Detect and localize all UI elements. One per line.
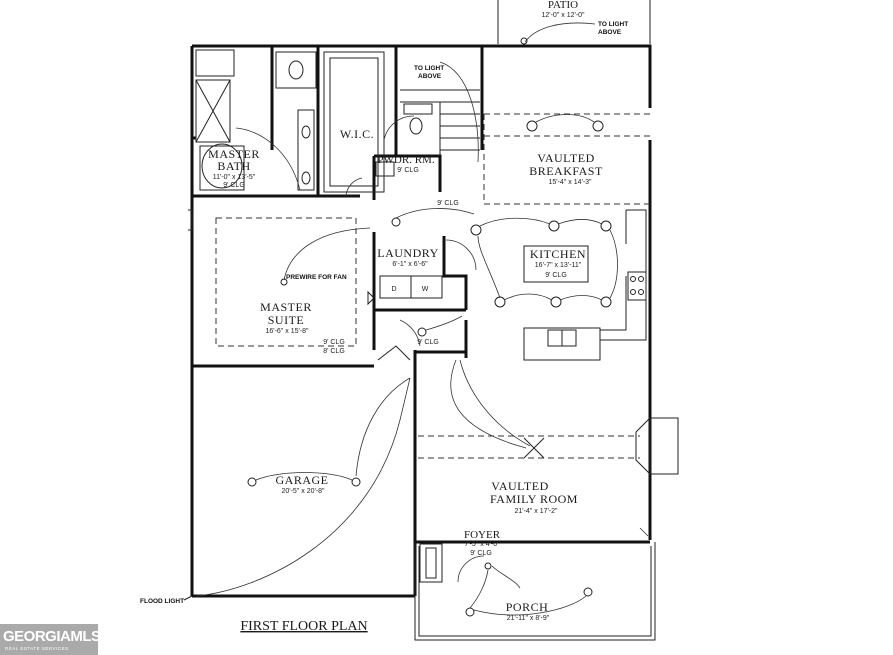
porch: PORCH 21'-11" x 8'-9"	[465, 569, 593, 622]
powder-ceiling: 9' CLG	[397, 167, 419, 174]
entry-hall: 9' CLG	[377, 315, 463, 361]
master-bath-label-2: BATH	[217, 159, 250, 173]
watermark-brand: GEORGIAMLS	[3, 628, 101, 645]
patio-size: 12'-0" x 12'-0"	[541, 12, 585, 19]
garage-size: 20'-5" x 20'-8"	[281, 488, 325, 495]
dryer-label: D	[391, 286, 396, 293]
kitchen-ceiling: 9' CLG	[545, 272, 567, 279]
master-suite-size: 16'-6" x 15'-8"	[265, 328, 309, 335]
toilet	[288, 60, 304, 80]
range	[627, 271, 647, 301]
breakfast-label-1: VAULTED	[537, 151, 595, 165]
foyer: FOYER 7'-5" x 4'-0" 9' CLG	[419, 529, 521, 589]
ceiling-fan	[523, 437, 545, 459]
vaulted-breakfast: VAULTED BREAKFAST 15'-4" x 14'-3"	[483, 113, 650, 205]
foyer-size: 7'-5" x 4'-0"	[464, 541, 500, 548]
patio-light-fixture	[520, 37, 528, 45]
master-suite-label-2: SUITE	[268, 313, 305, 327]
kitchen-island	[523, 245, 589, 283]
fireplace	[649, 417, 679, 475]
master-suite-ceiling-1: 9' CLG	[323, 339, 345, 346]
master-bath-ceiling: 9' CLG	[223, 182, 245, 189]
breakfast-size: 15'-4" x 14'-3"	[548, 179, 592, 186]
family-room-label-1: VAULTED	[491, 479, 549, 493]
powder-room: PWDR. RM. 9' CLG	[375, 103, 435, 177]
vanity	[297, 109, 315, 191]
master-suite: PREWIRE FOR FAN MASTER SUITE 16'-6" x 15…	[188, 209, 375, 355]
breakfast-label-2: BREAKFAST	[529, 164, 603, 178]
master-bath: MASTER BATH 11'-0" x 13'-5" 9' CLG	[195, 49, 317, 191]
watermark-tagline: REAL ESTATE SERVICES	[5, 646, 69, 651]
laundry: 9' CLG LAUNDRY 6'-1" x 6'-6" D W	[377, 200, 477, 299]
plan-title: FIRST FLOOR PLAN	[240, 619, 367, 634]
flood-light-note: FLOOD LIGHT	[140, 598, 184, 605]
vaulted-family-room: VAULTED FAMILY ROOM 21'-4" x 17'-2"	[418, 359, 649, 537]
hall-ceiling: 9' CLG	[437, 200, 459, 207]
stairs: TO LIGHT ABOVE	[400, 61, 480, 163]
family-room-label-2: FAMILY ROOM	[490, 492, 578, 506]
georgia-mls-watermark: GEORGIAMLS REAL ESTATE SERVICES	[0, 624, 101, 655]
kitchen-size: 16'-7" x 13'-11"	[535, 262, 582, 269]
interior-walls	[192, 46, 484, 368]
patio-light-note-1: TO LIGHT	[598, 21, 628, 28]
porch-label: PORCH	[506, 600, 549, 614]
patio-light-note-2: ABOVE	[598, 29, 622, 36]
walk-in-closet: W.I.C.	[323, 51, 385, 197]
patio-label: PATIO	[548, 0, 578, 11]
kitchen-label: KITCHEN	[530, 247, 586, 261]
powder-label: PWDR. RM.	[377, 154, 434, 166]
patio-area: PATIO 12'-0" x 12'-0" TO LIGHT ABOVE	[497, 0, 651, 45]
family-room-size: 21'-4" x 17'-2"	[514, 508, 558, 515]
master-suite-label-1: MASTER	[260, 300, 312, 314]
foyer-label: FOYER	[464, 529, 501, 541]
stair-light-note-2: ABOVE	[418, 73, 442, 80]
entry-hall-ceiling: 9' CLG	[417, 339, 439, 346]
fan-prewire-marker	[280, 278, 288, 286]
coat-closet	[419, 543, 443, 583]
washer-label: W	[422, 286, 429, 293]
stair-light-note-1: TO LIGHT	[414, 65, 444, 72]
shower	[195, 79, 231, 143]
porch-size: 21'-11" x 8'-9"	[507, 615, 550, 622]
kitchen: KITCHEN 16'-7" x 13'-11" 9' CLG	[470, 209, 647, 361]
foyer-ceiling: 9' CLG	[470, 550, 492, 557]
laundry-label: LAUNDRY	[377, 246, 439, 260]
bathtub	[201, 143, 243, 189]
master-bath-label-1: MASTER	[208, 147, 260, 161]
garage-label: GARAGE	[276, 473, 329, 487]
fan-note: PREWIRE FOR FAN	[286, 274, 347, 281]
master-suite-ceiling-2: 8' CLG	[323, 348, 345, 355]
linen-closet	[195, 49, 235, 77]
laundry-size: 6'-1" x 6'-6"	[392, 261, 428, 268]
master-bath-size: 11'-0" x 13'-5"	[213, 174, 256, 181]
wic-label: W.I.C.	[340, 127, 374, 141]
garage: GARAGE 20'-5" x 20'-8" FLOOD LIGHT	[140, 377, 411, 605]
